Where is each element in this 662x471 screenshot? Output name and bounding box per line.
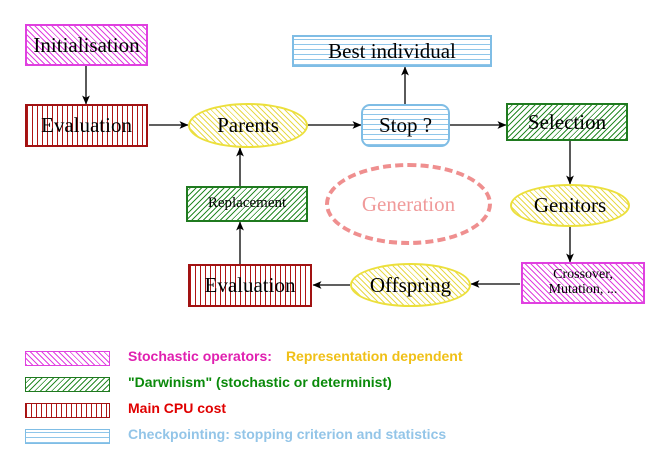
node-stop-label: Stop ? [378, 113, 433, 138]
node-selection[interactable]: Selection [506, 103, 628, 141]
node-parents[interactable]: Parents [188, 103, 308, 148]
node-best-individual-label: Best individual [328, 38, 456, 63]
legend-row-checkpointing: Checkpointing: stopping criterion and st… [25, 426, 645, 452]
legend-swatch-horizontal-blue [25, 429, 110, 444]
node-genitors-label: Genitors [533, 193, 607, 218]
node-initialisation-label: Initialisation [33, 32, 140, 57]
node-generation-label: Generation [361, 191, 456, 216]
node-evaluation-top[interactable]: Evaluation [25, 104, 148, 147]
node-best-individual[interactable]: Best individual [292, 35, 492, 67]
legend-label-checkpointing-primary: Checkpointing: stopping criterion and st… [128, 426, 447, 442]
legend-label-main-cpu-cost-primary: Main CPU cost [128, 400, 227, 416]
legend-label-stochastic-operators-primary: Stochastic operators: [128, 348, 272, 364]
node-replacement-label: Replacement [207, 195, 287, 212]
node-initialisation[interactable]: Initialisation [25, 24, 148, 66]
node-selection-label: Selection [527, 109, 607, 134]
legend-label-main-cpu-cost: Main CPU cost [128, 400, 226, 416]
node-evaluation-top-label: Evaluation [41, 113, 132, 138]
legend: Stochastic operators: Representation depe… [25, 348, 645, 452]
node-evaluation-bottom[interactable]: Evaluation [188, 264, 312, 307]
legend-row-darwinism: "Darwinism" (stochastic or determinist) [25, 374, 645, 400]
node-stop[interactable]: Stop ? [361, 104, 450, 147]
node-offspring[interactable]: Offspring [350, 263, 471, 307]
legend-swatch-vertical-red [25, 403, 110, 418]
legend-swatch-diagonal-green [25, 377, 110, 392]
legend-label-stochastic-operators: Stochastic operators: Representation depe… [128, 348, 463, 364]
node-evaluation-bottom-label: Evaluation [204, 273, 296, 298]
legend-row-stochastic-operators: Stochastic operators: Representation depe… [25, 348, 645, 374]
legend-label-stochastic-operators-secondary: Representation dependent [285, 348, 463, 364]
node-genitors[interactable]: Genitors [510, 184, 630, 227]
legend-row-main-cpu-cost: Main CPU cost [25, 400, 645, 426]
node-crossover-mutation[interactable]: Crossover, Mutation, ... [521, 262, 645, 304]
node-crossover-mutation-label: Crossover, Mutation, ... [548, 267, 618, 297]
node-parents-label: Parents [217, 113, 279, 138]
node-replacement[interactable]: Replacement [186, 186, 308, 222]
node-offspring-label: Offspring [369, 272, 452, 297]
node-generation-group: Generation [325, 163, 492, 245]
legend-label-darwinism: "Darwinism" (stochastic or determinist) [128, 374, 392, 390]
legend-label-darwinism-primary: "Darwinism" (stochastic or determinist) [128, 374, 392, 390]
legend-label-checkpointing: Checkpointing: stopping criterion and st… [128, 426, 446, 442]
legend-swatch-diagonal-magenta [25, 351, 110, 366]
